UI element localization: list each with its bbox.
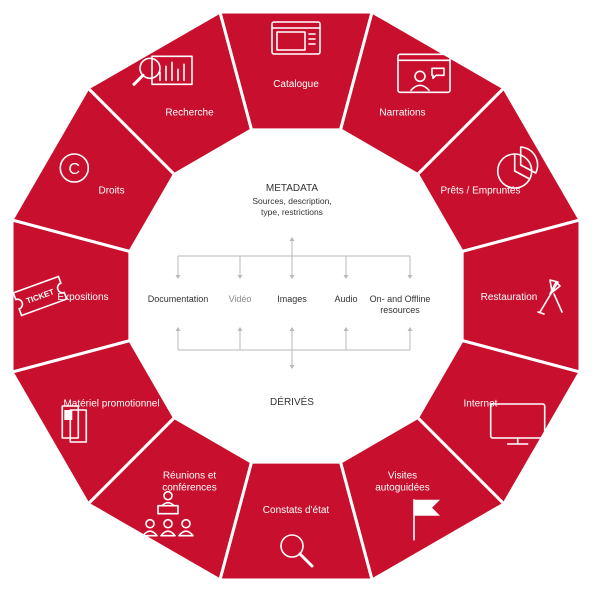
- segment-recherche: [85, 9, 254, 177]
- connector-arrow: [407, 327, 413, 331]
- center-item-label: Images: [277, 294, 307, 304]
- segment-label-constats: Constats d'état: [263, 505, 330, 516]
- connector-arrow: [237, 327, 243, 331]
- center-item-label: resources: [380, 305, 420, 315]
- center-item-label: Audio: [334, 294, 357, 304]
- segment-label-catalogue: Catalogue: [273, 79, 319, 90]
- connector-arrow: [289, 327, 295, 331]
- segment-label-droits: Droits: [98, 186, 124, 197]
- center-panel: METADATA Sources, description, type, res…: [148, 183, 431, 408]
- connector-arrow: [175, 327, 181, 331]
- segment-label-restauration: Restauration: [481, 292, 538, 303]
- presenter-screen-icon: [397, 53, 451, 94]
- derives-title: DÉRIVÉS: [270, 395, 314, 408]
- metadata-title: METADATA: [266, 183, 319, 194]
- flag-icon: [413, 498, 440, 541]
- magnifier-icon: [280, 534, 314, 568]
- segment-label-materiel: Matériel promotionnel: [63, 399, 159, 410]
- connector-arrow: [343, 327, 349, 331]
- brochure-icon: [61, 405, 88, 443]
- analytics-magnifier-icon: [132, 55, 193, 86]
- metadata-subtitle-line-1: Sources, description,: [252, 196, 331, 206]
- connector-arrow: [407, 275, 413, 279]
- laptop-icon: [271, 21, 321, 55]
- connector-arrow: [289, 275, 295, 279]
- segment-label-visites: Visites: [388, 470, 417, 481]
- center-items: Documentation Vidéo Images Audio On- and Off…: [148, 294, 431, 315]
- segment-label-prets: Prêts / Empruntés: [440, 186, 520, 197]
- audience-icon: [142, 490, 194, 537]
- copyright-icon: C: [59, 153, 90, 183]
- segment-label-reunions: Réunions et: [163, 470, 217, 481]
- center-item-label: On- and Offline: [370, 294, 431, 304]
- metadata-subtitle-line-2: type, restrictions: [261, 207, 323, 217]
- connector-lines: [175, 237, 413, 369]
- connector-arrow: [175, 275, 181, 279]
- connector-arrow: [289, 237, 295, 241]
- segment-label-narrations: Narrations: [379, 108, 425, 119]
- center-item-label: Vidéo: [229, 294, 252, 304]
- segment-label-visites: autoguidées: [375, 482, 430, 493]
- brushes-icon: [537, 279, 563, 315]
- monitor-icon: [489, 403, 546, 445]
- segment-label-reunions: conférences: [162, 482, 216, 493]
- segment-label-recherche: Recherche: [165, 108, 214, 119]
- segment-label-expositions: Expositions: [57, 292, 108, 303]
- svg-text:C: C: [69, 161, 81, 178]
- connector-arrow: [343, 275, 349, 279]
- pie-chart-icon: [496, 146, 539, 189]
- segment-label-internet: Internet: [464, 399, 498, 410]
- connector-arrow: [289, 365, 295, 369]
- center-item-label: Documentation: [148, 294, 209, 304]
- connector-arrow: [237, 275, 243, 279]
